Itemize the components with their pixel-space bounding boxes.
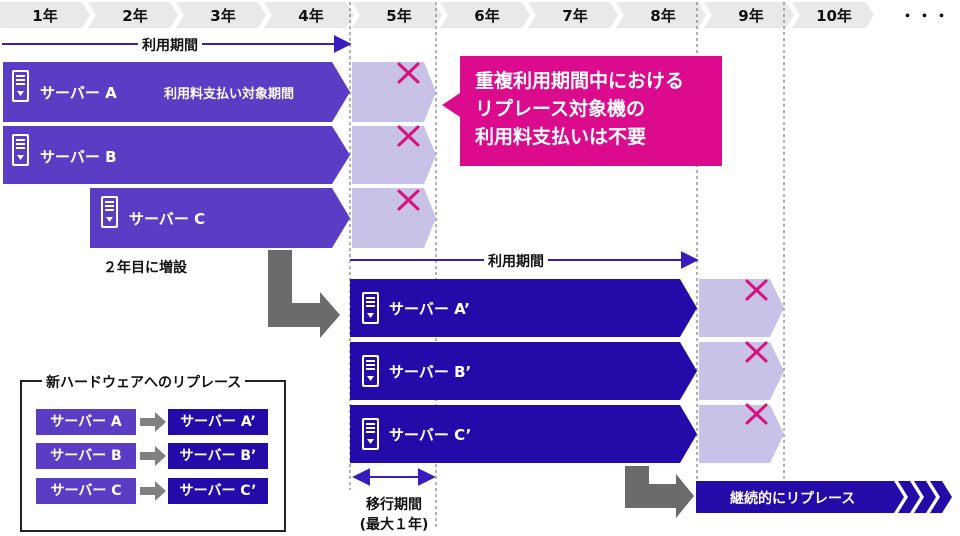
overlap-c — [352, 188, 436, 248]
cross-icon — [745, 279, 768, 301]
server-b-new-label: サーバー B’ — [389, 363, 472, 381]
year-cell-9 — [704, 2, 794, 28]
server-c-bar — [90, 188, 350, 248]
timeline-header — [0, 2, 874, 28]
server-icon — [101, 196, 118, 228]
migration-max-label: (最大１年) — [359, 517, 429, 533]
callout-line-3: 利用料支払いは不要 — [475, 126, 647, 148]
server-b-bar — [3, 126, 350, 184]
chevron-icon — [930, 481, 952, 513]
callout-box — [442, 56, 722, 166]
year-label: 2年 — [122, 7, 148, 25]
legend-to-c: サーバー C’ — [168, 478, 268, 504]
legend-arrow-icon — [140, 412, 166, 432]
year-cell-5 — [352, 2, 442, 28]
year-cell-4 — [264, 2, 354, 28]
server-b-label: サーバー B — [40, 148, 117, 166]
year-label: 5年 — [386, 7, 412, 25]
flow-arrow-2 — [625, 466, 694, 518]
period2-label: 利用期間 — [484, 251, 548, 271]
callout-line-1: 重複利用期間中における — [475, 70, 685, 92]
continuous-bar — [696, 481, 904, 513]
server-icon — [362, 418, 379, 450]
cross-marks — [397, 62, 768, 425]
overlap-a-new — [699, 279, 784, 337]
server-icon — [12, 70, 29, 102]
server-icon — [12, 134, 29, 166]
legend-arrow-icon — [140, 446, 166, 466]
year-cell-6 — [440, 2, 530, 28]
server-c-new-label: サーバー C’ — [389, 426, 472, 444]
legend-arrows — [140, 412, 166, 501]
legend-from-b: サーバー B — [36, 443, 136, 469]
period1-label: 利用期間 — [138, 35, 202, 55]
timeline-ellipsis: ・・・ — [900, 7, 952, 25]
cross-icon — [745, 341, 768, 363]
year-label: 10年 — [816, 7, 852, 25]
year-label: 8年 — [650, 7, 676, 25]
chevron-icon — [914, 481, 936, 513]
year-label: 7年 — [562, 7, 588, 25]
overlap-a — [352, 62, 436, 122]
year-cell-3 — [176, 2, 266, 28]
chevron-icon — [898, 481, 920, 513]
payment-period-note: 利用料支払い対象期間 — [164, 87, 295, 102]
legend-to-b: サーバー B’ — [168, 443, 268, 469]
continuous-replace-label: 継続的にリプレース — [730, 491, 856, 507]
cross-icon — [397, 189, 420, 211]
server-a-new-bar — [350, 279, 697, 337]
flow-arrow-1 — [268, 250, 340, 338]
callout-line-2: リプレース対象機の — [475, 98, 646, 120]
legend-title: 新ハードウェアへのリプレース — [42, 372, 246, 392]
year-label: 3年 — [210, 7, 236, 25]
server-c-added-note: ２年目に増設 — [103, 260, 187, 276]
server-c-label: サーバー C — [129, 210, 206, 228]
year-label: 9年 — [738, 7, 764, 25]
legend-from-a: サーバー A — [36, 409, 136, 435]
server-icon — [362, 355, 379, 387]
server-icon — [362, 292, 379, 324]
cross-icon — [745, 403, 768, 425]
server-c-new-bar — [350, 405, 697, 463]
year-label: 1年 — [32, 7, 58, 25]
year-cell-8 — [616, 2, 706, 28]
legend-from-c: サーバー C — [36, 478, 136, 504]
year-label: 4年 — [298, 7, 324, 25]
migration-label: 移行期間 — [366, 497, 422, 513]
cross-icon — [397, 125, 420, 147]
server-a-bar — [3, 62, 350, 122]
cross-icon — [397, 62, 420, 84]
year-cell-7 — [528, 2, 618, 28]
server-a-new-label: サーバー A’ — [389, 300, 471, 318]
overlap-c-new — [699, 405, 784, 463]
overlap-b-new — [699, 342, 784, 400]
year-cell-1 — [0, 2, 90, 28]
server-b-new-bar — [350, 342, 697, 400]
year-cell-10 — [792, 2, 874, 28]
server-a-label: サーバー A — [40, 84, 117, 102]
year-label: 6年 — [474, 7, 500, 25]
legend-to-a: サーバー A’ — [168, 409, 268, 435]
legend-arrow-icon — [140, 481, 166, 501]
overlap-b — [352, 126, 436, 184]
year-cell-2 — [88, 2, 178, 28]
